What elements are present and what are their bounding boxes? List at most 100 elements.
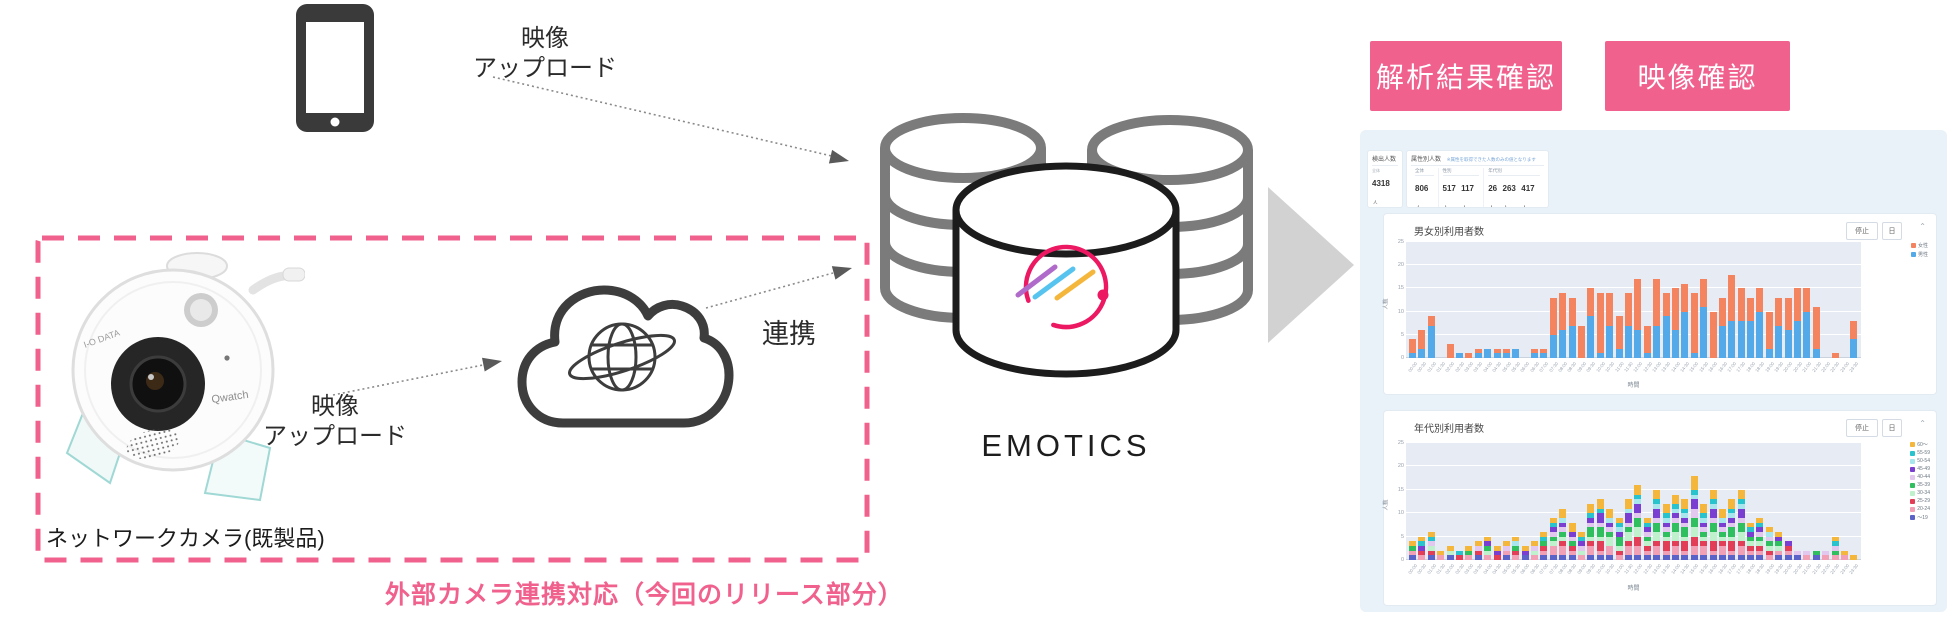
bar-segment	[1624, 531, 1632, 542]
x-tick: 00:00	[1407, 360, 1418, 380]
bar-segment	[1737, 288, 1745, 321]
x-tick-label: 04:30	[1491, 563, 1503, 575]
bar-segment	[1718, 531, 1726, 537]
bar-segment	[1728, 541, 1736, 551]
bar-segment	[1775, 536, 1783, 542]
db-cylinder-front	[952, 162, 1180, 378]
bar-segment	[1578, 531, 1586, 537]
chart2-collapse-icon[interactable]: ⌃	[1919, 419, 1926, 428]
bar-segment	[1840, 550, 1848, 556]
chart2-pause-button[interactable]: 停止	[1846, 419, 1878, 437]
bar-segment	[1690, 517, 1698, 528]
bar-segment	[1700, 536, 1708, 542]
video-check-button[interactable]: 映像確認	[1605, 41, 1790, 111]
x-tick-label: 18:00	[1745, 563, 1757, 575]
bar-segment	[1531, 555, 1539, 560]
bar-segment	[1681, 513, 1689, 518]
bar-segment	[1784, 555, 1792, 560]
bar	[1587, 242, 1595, 358]
bar-segment	[1765, 550, 1773, 556]
bars-area	[1406, 443, 1861, 560]
legend-item[interactable]: 女性	[1910, 242, 1928, 249]
x-tick: 02:00	[1445, 562, 1456, 582]
y-tick-label: 10	[1397, 510, 1404, 517]
bar-segment	[1427, 316, 1435, 326]
bar-segment	[1747, 541, 1755, 546]
bar	[1502, 443, 1510, 560]
x-tick: 18:00	[1745, 562, 1757, 582]
bar	[1718, 242, 1726, 358]
bar-segment	[1709, 508, 1717, 518]
x-tick-label: 12:00	[1632, 361, 1644, 373]
legend-item[interactable]: 45-49	[1910, 466, 1930, 472]
bar-segment	[1765, 311, 1773, 349]
legend-swatch	[1910, 474, 1916, 480]
x-tick-label: 13:30	[1660, 563, 1672, 575]
camera-cable-plug	[282, 267, 305, 282]
bar-segment	[1465, 555, 1473, 560]
bar-segment	[1671, 288, 1679, 331]
legend-item[interactable]: 30-34	[1910, 490, 1930, 496]
bar-segment	[1794, 550, 1802, 556]
bar	[1606, 443, 1614, 560]
bar	[1624, 443, 1632, 560]
chart1-collapse-icon[interactable]: ⌃	[1919, 222, 1926, 231]
bar-segment	[1418, 536, 1426, 542]
legend-item[interactable]: 60〜	[1910, 441, 1930, 448]
x-tick: 02:30	[1454, 562, 1465, 582]
legend-item[interactable]: 50-54	[1910, 458, 1930, 464]
legend-item[interactable]: 20-24	[1910, 506, 1930, 512]
bar-segment	[1502, 353, 1510, 358]
bar-segment	[1643, 325, 1651, 354]
x-tick: 15:00	[1689, 562, 1700, 582]
x-tick-label: 14:30	[1679, 361, 1691, 373]
stat-attr-title: 属性別人数	[1411, 157, 1442, 163]
bar-segment	[1465, 353, 1473, 358]
bar	[1606, 242, 1614, 358]
legend-item[interactable]: 35-39	[1910, 482, 1930, 488]
x-tick: 04:00	[1482, 360, 1494, 380]
legend-item[interactable]: 25-29	[1910, 498, 1930, 504]
x-tick-label: 09:30	[1585, 563, 1597, 575]
chart1-pause-button[interactable]: 停止	[1846, 222, 1878, 240]
x-tick: 12:00	[1632, 562, 1643, 582]
x-tick-label: 04:00	[1482, 361, 1494, 373]
bar-segment	[1671, 330, 1679, 358]
bar-segment	[1831, 545, 1839, 551]
bar	[1624, 242, 1632, 358]
bar-segment	[1502, 348, 1510, 354]
bar	[1418, 443, 1426, 560]
x-tick: 07:00	[1539, 562, 1550, 582]
legend-item[interactable]: 〜19	[1910, 514, 1930, 521]
x-tick: 21:00	[1801, 360, 1812, 380]
x-tick-label: 01:00	[1425, 563, 1437, 575]
x-tick-label: 06:00	[1519, 563, 1531, 575]
bar-segment	[1549, 555, 1557, 560]
legend-item[interactable]: 40-44	[1910, 474, 1930, 480]
bar-segment	[1531, 348, 1539, 354]
x-tick-label: 07:30	[1547, 361, 1559, 373]
bar	[1568, 242, 1576, 358]
bar-segment	[1737, 522, 1745, 532]
analysis-result-button[interactable]: 解析結果確認	[1370, 41, 1562, 111]
chart1-day-button[interactable]: 日	[1882, 222, 1902, 240]
x-tick-label: 08:30	[1566, 361, 1578, 373]
bar	[1662, 242, 1670, 358]
bar-segment	[1540, 353, 1548, 358]
bar-segment	[1756, 545, 1764, 551]
x-tick: 04:30	[1491, 562, 1503, 582]
legend-item[interactable]: 55-59	[1910, 450, 1930, 456]
legend-item[interactable]: 男性	[1910, 251, 1928, 258]
stat-card-detected: 検出人数 全体 4318人 のべ人数	[1367, 150, 1403, 208]
bar-segment	[1690, 489, 1698, 495]
bar	[1540, 242, 1548, 358]
bar	[1587, 443, 1595, 560]
x-tick: 19:30	[1773, 360, 1784, 380]
x-tick: 21:30	[1811, 360, 1822, 380]
chart2-day-button[interactable]: 日	[1882, 419, 1902, 437]
bar-segment	[1653, 531, 1661, 542]
bar-segment	[1794, 555, 1802, 560]
bar-segment	[1512, 541, 1520, 546]
bar-segment	[1615, 550, 1623, 556]
bar-segment	[1784, 541, 1792, 546]
